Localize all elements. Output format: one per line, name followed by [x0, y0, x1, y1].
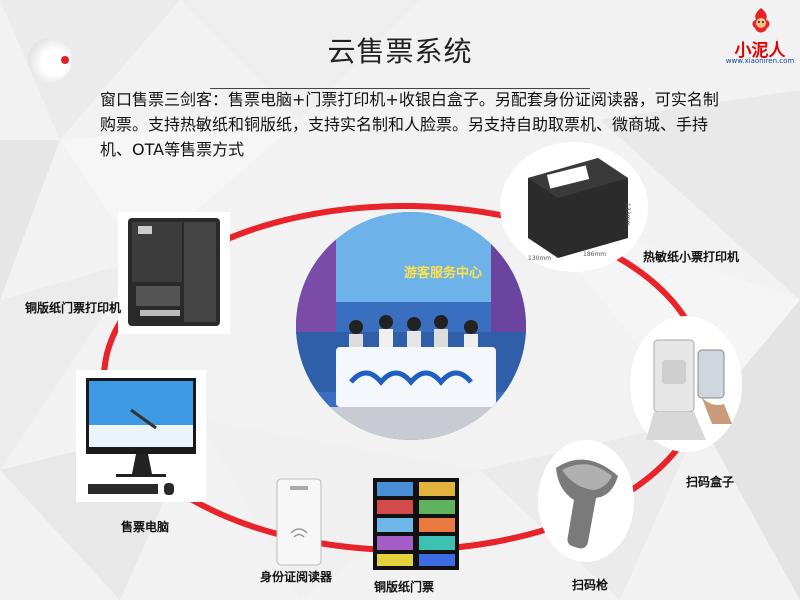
device-label-thermal-printer: 热敏纸小票打印机 — [643, 250, 740, 264]
brand-logo: 小泥人 www.xiaoniren.com — [724, 6, 796, 68]
logo-url: www.xiaoniren.com — [725, 57, 795, 65]
scan-box-image — [646, 339, 732, 440]
ticket-computer-image — [76, 370, 206, 502]
page-title: 云售票系统 — [327, 35, 473, 68]
coated-ticket-printer-image — [118, 212, 230, 334]
device-label-coated-printer: 铜版纸门票打印机 — [25, 301, 122, 315]
description-text: 窗口售票三剑客：售票电脑+门票打印机+收银白盒子。另配套身份证阅读器，可实名制购… — [100, 90, 719, 159]
coated-tickets-image — [373, 478, 459, 570]
service-center-photo — [296, 212, 526, 440]
title-underline — [210, 88, 590, 89]
printer-dim-w: 130mm — [528, 255, 551, 262]
id-card-reader-image — [276, 478, 322, 566]
printer-dim-h: 133mm — [624, 203, 631, 226]
scanner-gun-image — [556, 459, 618, 549]
device-label-id-reader: 身份证阅读器 — [260, 570, 333, 584]
printer-dim-d: 186mm — [583, 251, 606, 258]
device-label-scanner-gun: 扫码枪 — [572, 578, 609, 592]
device-label-coated-tickets: 铜版纸门票 — [374, 580, 435, 594]
device-label-computer: 售票电脑 — [121, 520, 170, 534]
device-label-scan-box: 扫码盒子 — [686, 475, 735, 489]
thermal-printer-image: 130mm 186mm 133mm — [528, 158, 631, 262]
mascot-icon — [752, 8, 770, 33]
service-center-sign: 游客服务中心 — [404, 266, 483, 281]
logo-name: 小泥人 — [734, 41, 786, 61]
decorative-red-dot — [61, 56, 69, 64]
